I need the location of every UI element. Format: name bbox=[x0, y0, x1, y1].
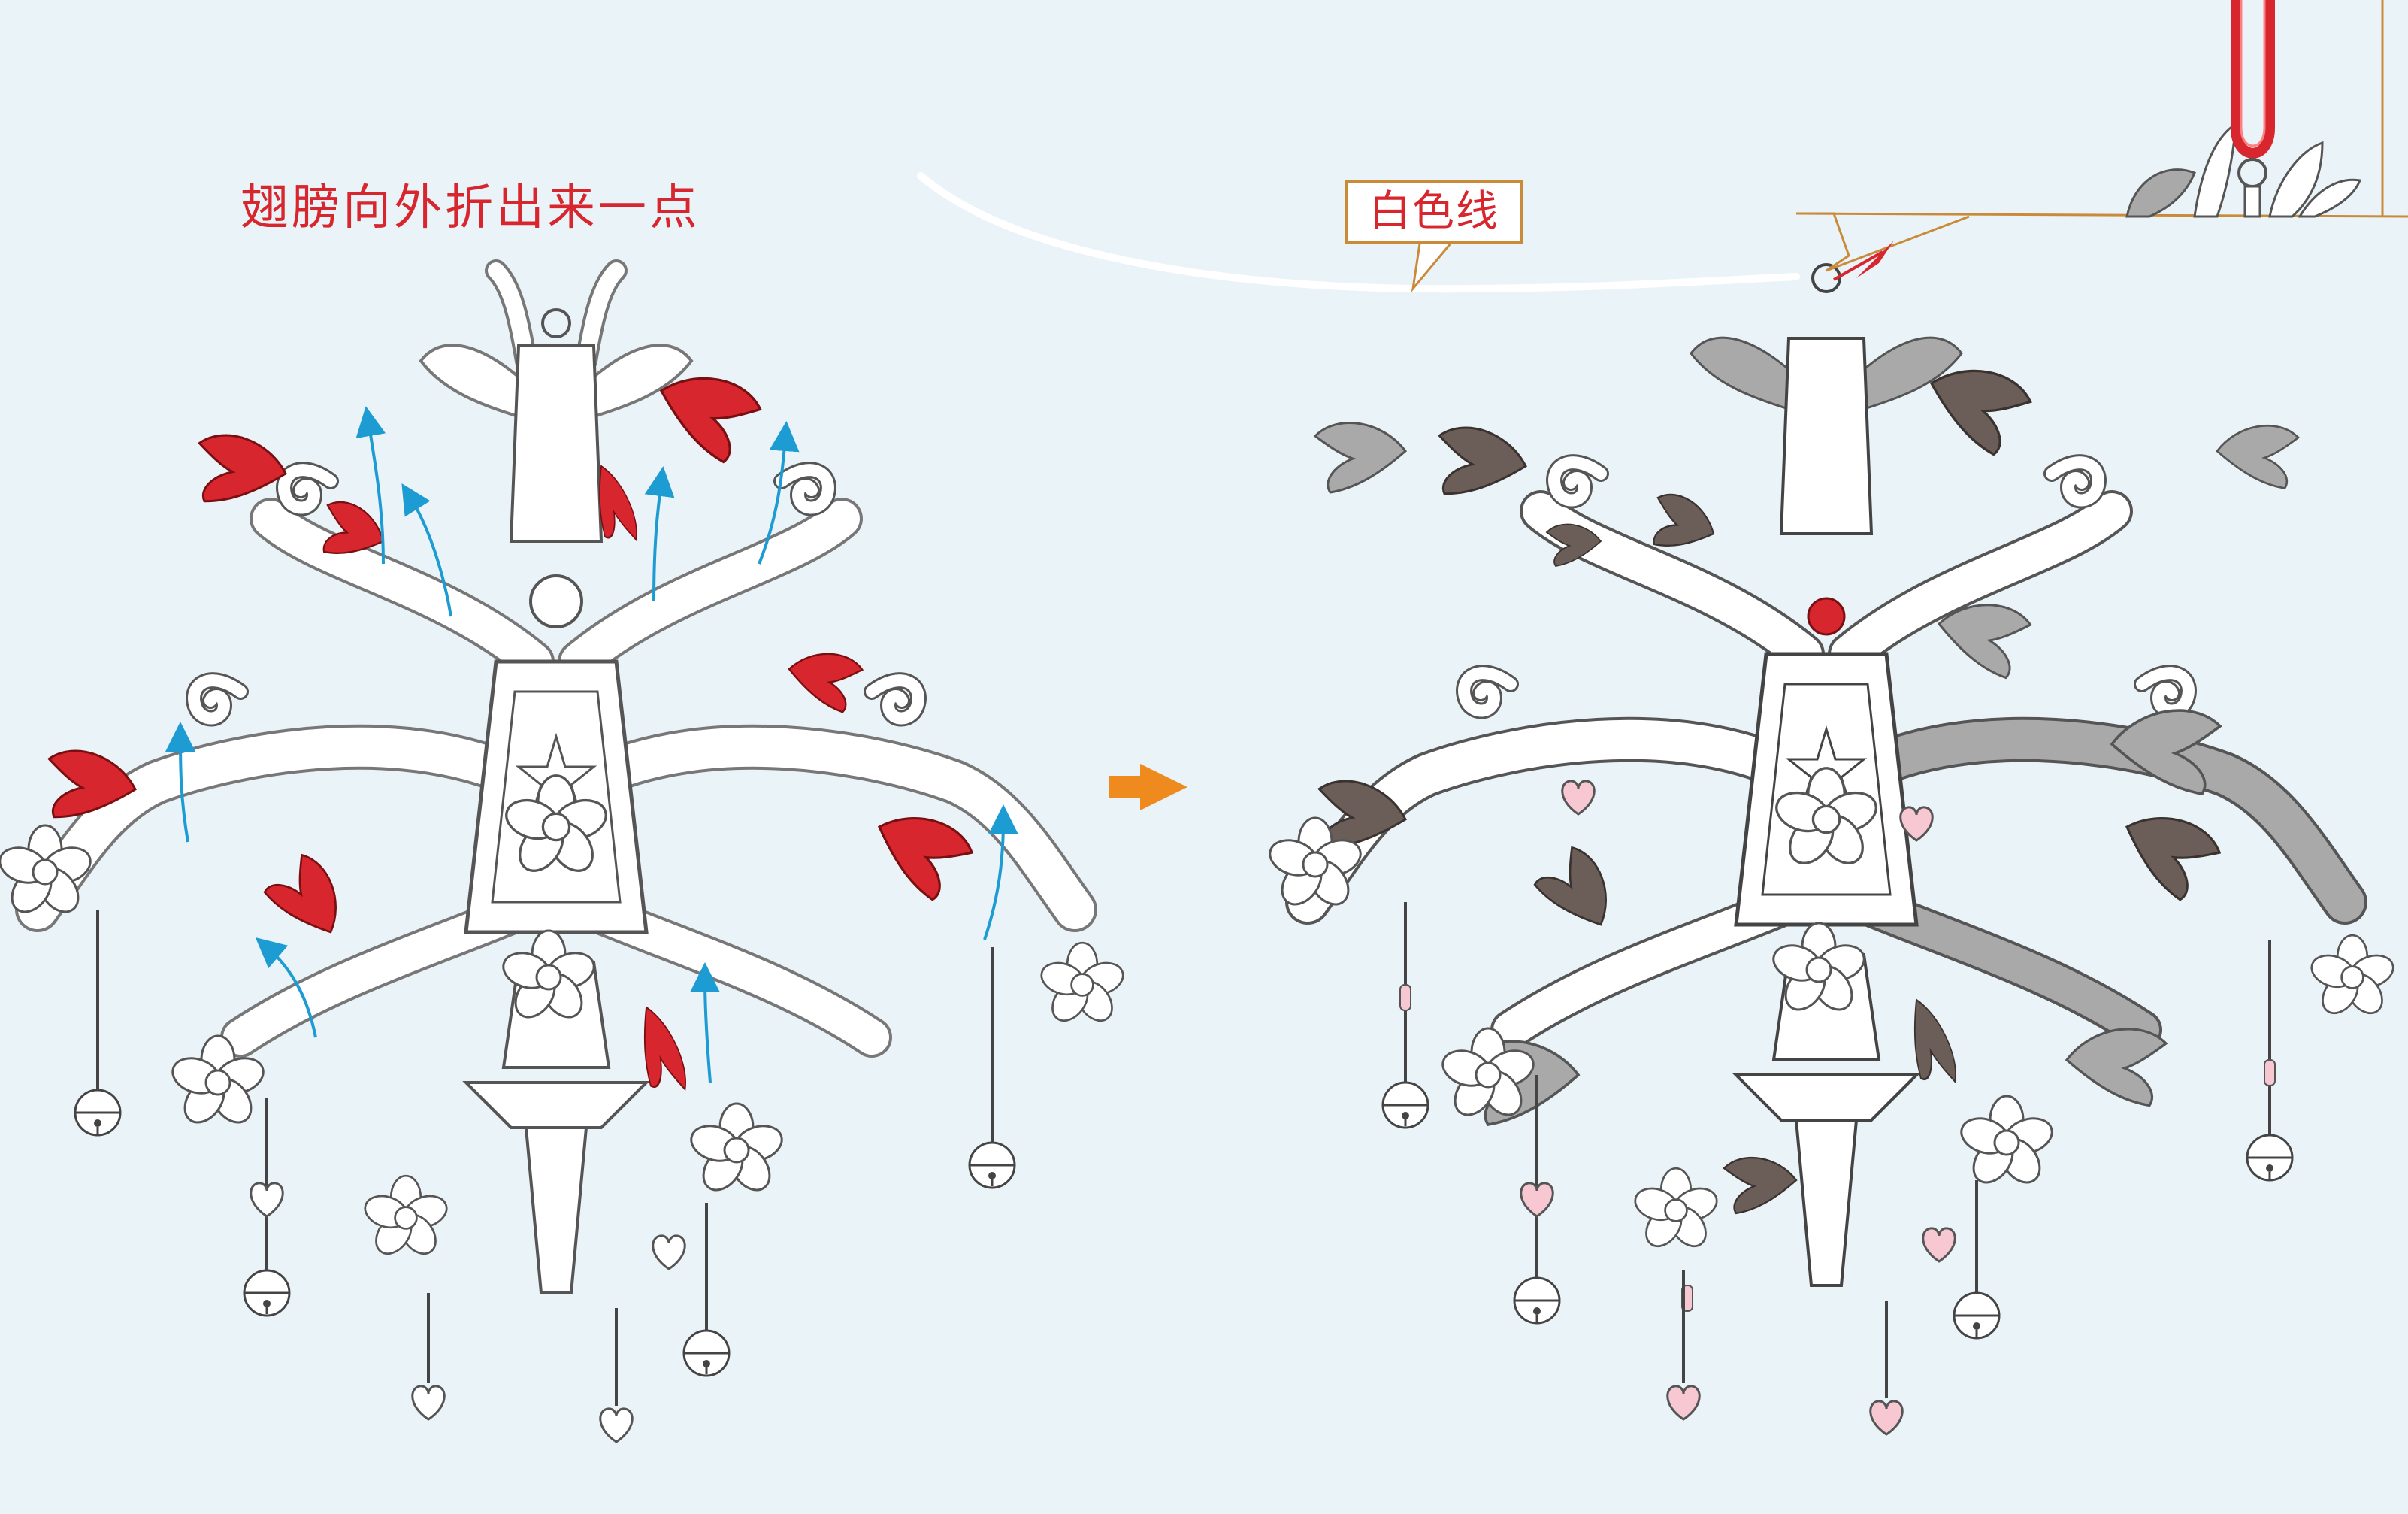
bell-icon bbox=[1953, 1291, 2001, 1340]
white-string bbox=[917, 172, 1800, 293]
heart-charm-icon bbox=[599, 1407, 634, 1443]
bell-icon bbox=[1381, 1081, 1429, 1129]
white-string-callout-label: 白色线 bbox=[1345, 180, 1523, 244]
red-hanging-loop bbox=[2231, 0, 2275, 159]
heart-charm-icon bbox=[1561, 780, 1596, 816]
heart-charm-icon bbox=[1520, 1182, 1554, 1218]
bell-icon bbox=[74, 1089, 122, 1137]
heart-charm-icon bbox=[1869, 1400, 1904, 1436]
chandelier-left bbox=[0, 259, 1128, 1443]
chandelier-right-gray-wings bbox=[1314, 336, 2300, 1126]
bell-icon bbox=[1513, 1276, 1561, 1325]
instruction-text: 翅膀向外折出来一点 bbox=[240, 180, 700, 236]
bell-icon bbox=[2246, 1134, 2294, 1182]
heart-charm-icon bbox=[1666, 1385, 1701, 1421]
bell-icon bbox=[968, 1141, 1016, 1189]
chandelier-right bbox=[1264, 263, 2398, 1436]
bell-icon bbox=[682, 1329, 731, 1377]
bell-icon bbox=[243, 1269, 291, 1317]
heart-charm-icon bbox=[652, 1234, 686, 1270]
step-arrow-icon bbox=[1109, 764, 1187, 810]
heart-charm-icon bbox=[1922, 1227, 1956, 1263]
red-bead-icon bbox=[1807, 597, 1846, 636]
hanging-detail-inset bbox=[1795, 0, 2408, 281]
fold-direction-arrow-icon bbox=[165, 406, 1018, 1083]
chandelier-left-charms bbox=[74, 910, 1016, 1443]
heart-charm-icon bbox=[411, 1385, 446, 1421]
callout-pointer bbox=[1411, 238, 1457, 293]
heart-charm-icon bbox=[250, 1182, 284, 1218]
chandelier-right-charms bbox=[1381, 780, 2294, 1436]
